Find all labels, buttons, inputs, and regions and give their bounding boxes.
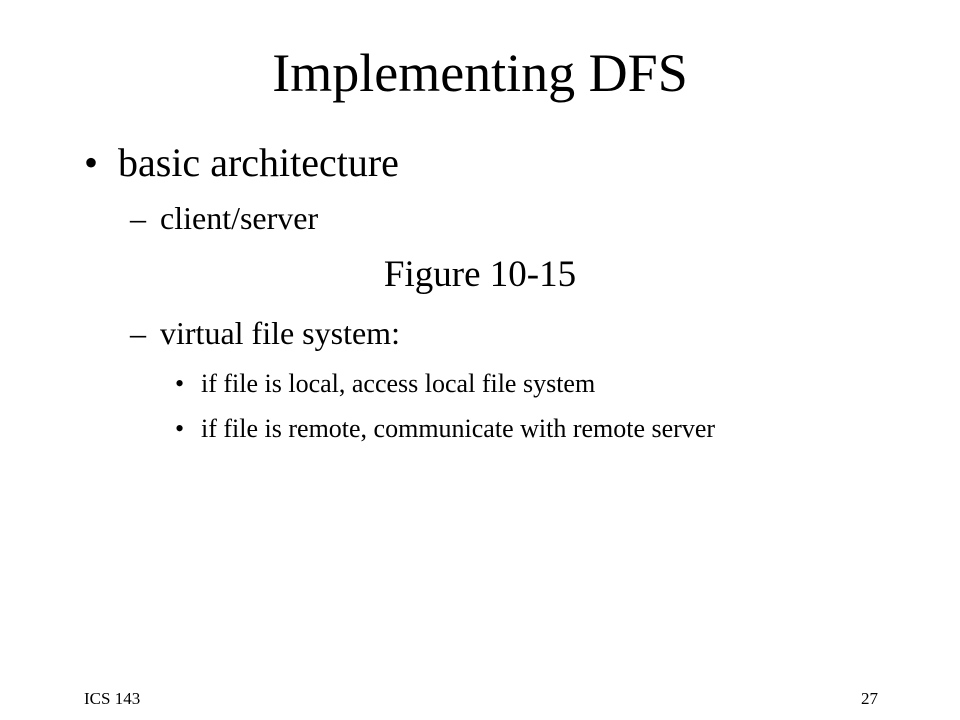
sub-item-text: client/server [160, 200, 319, 236]
sub-sub-item-local: • if file is local, access local file sys… [175, 368, 595, 400]
sub-item-client-server: –client/server [130, 198, 318, 238]
bullet-text: basic architecture [118, 140, 399, 185]
bullet-marker: • [84, 140, 99, 185]
sub-item-virtual-file-system: –virtual file system: [130, 313, 400, 353]
dash-marker: – [130, 200, 146, 236]
sub-sub-item-text: if file is local, access local file syst… [201, 369, 596, 398]
figure-reference: Figure 10-15 [383, 254, 577, 295]
footer-course: ICS 143 [84, 689, 141, 708]
slide-title: Implementing DFS [272, 43, 688, 103]
bullet-marker: • [175, 414, 185, 443]
dash-marker: – [130, 315, 146, 351]
bullet-marker: • [175, 369, 185, 398]
bullet-basic-architecture: • basic architecture [84, 138, 399, 188]
sub-sub-item-remote: • if file is remote, communicate with rem… [175, 413, 715, 445]
sub-sub-item-text: if file is remote, communicate with remo… [201, 414, 716, 443]
sub-item-text: virtual file system: [160, 315, 400, 351]
footer-page-number: 27 [861, 689, 878, 708]
